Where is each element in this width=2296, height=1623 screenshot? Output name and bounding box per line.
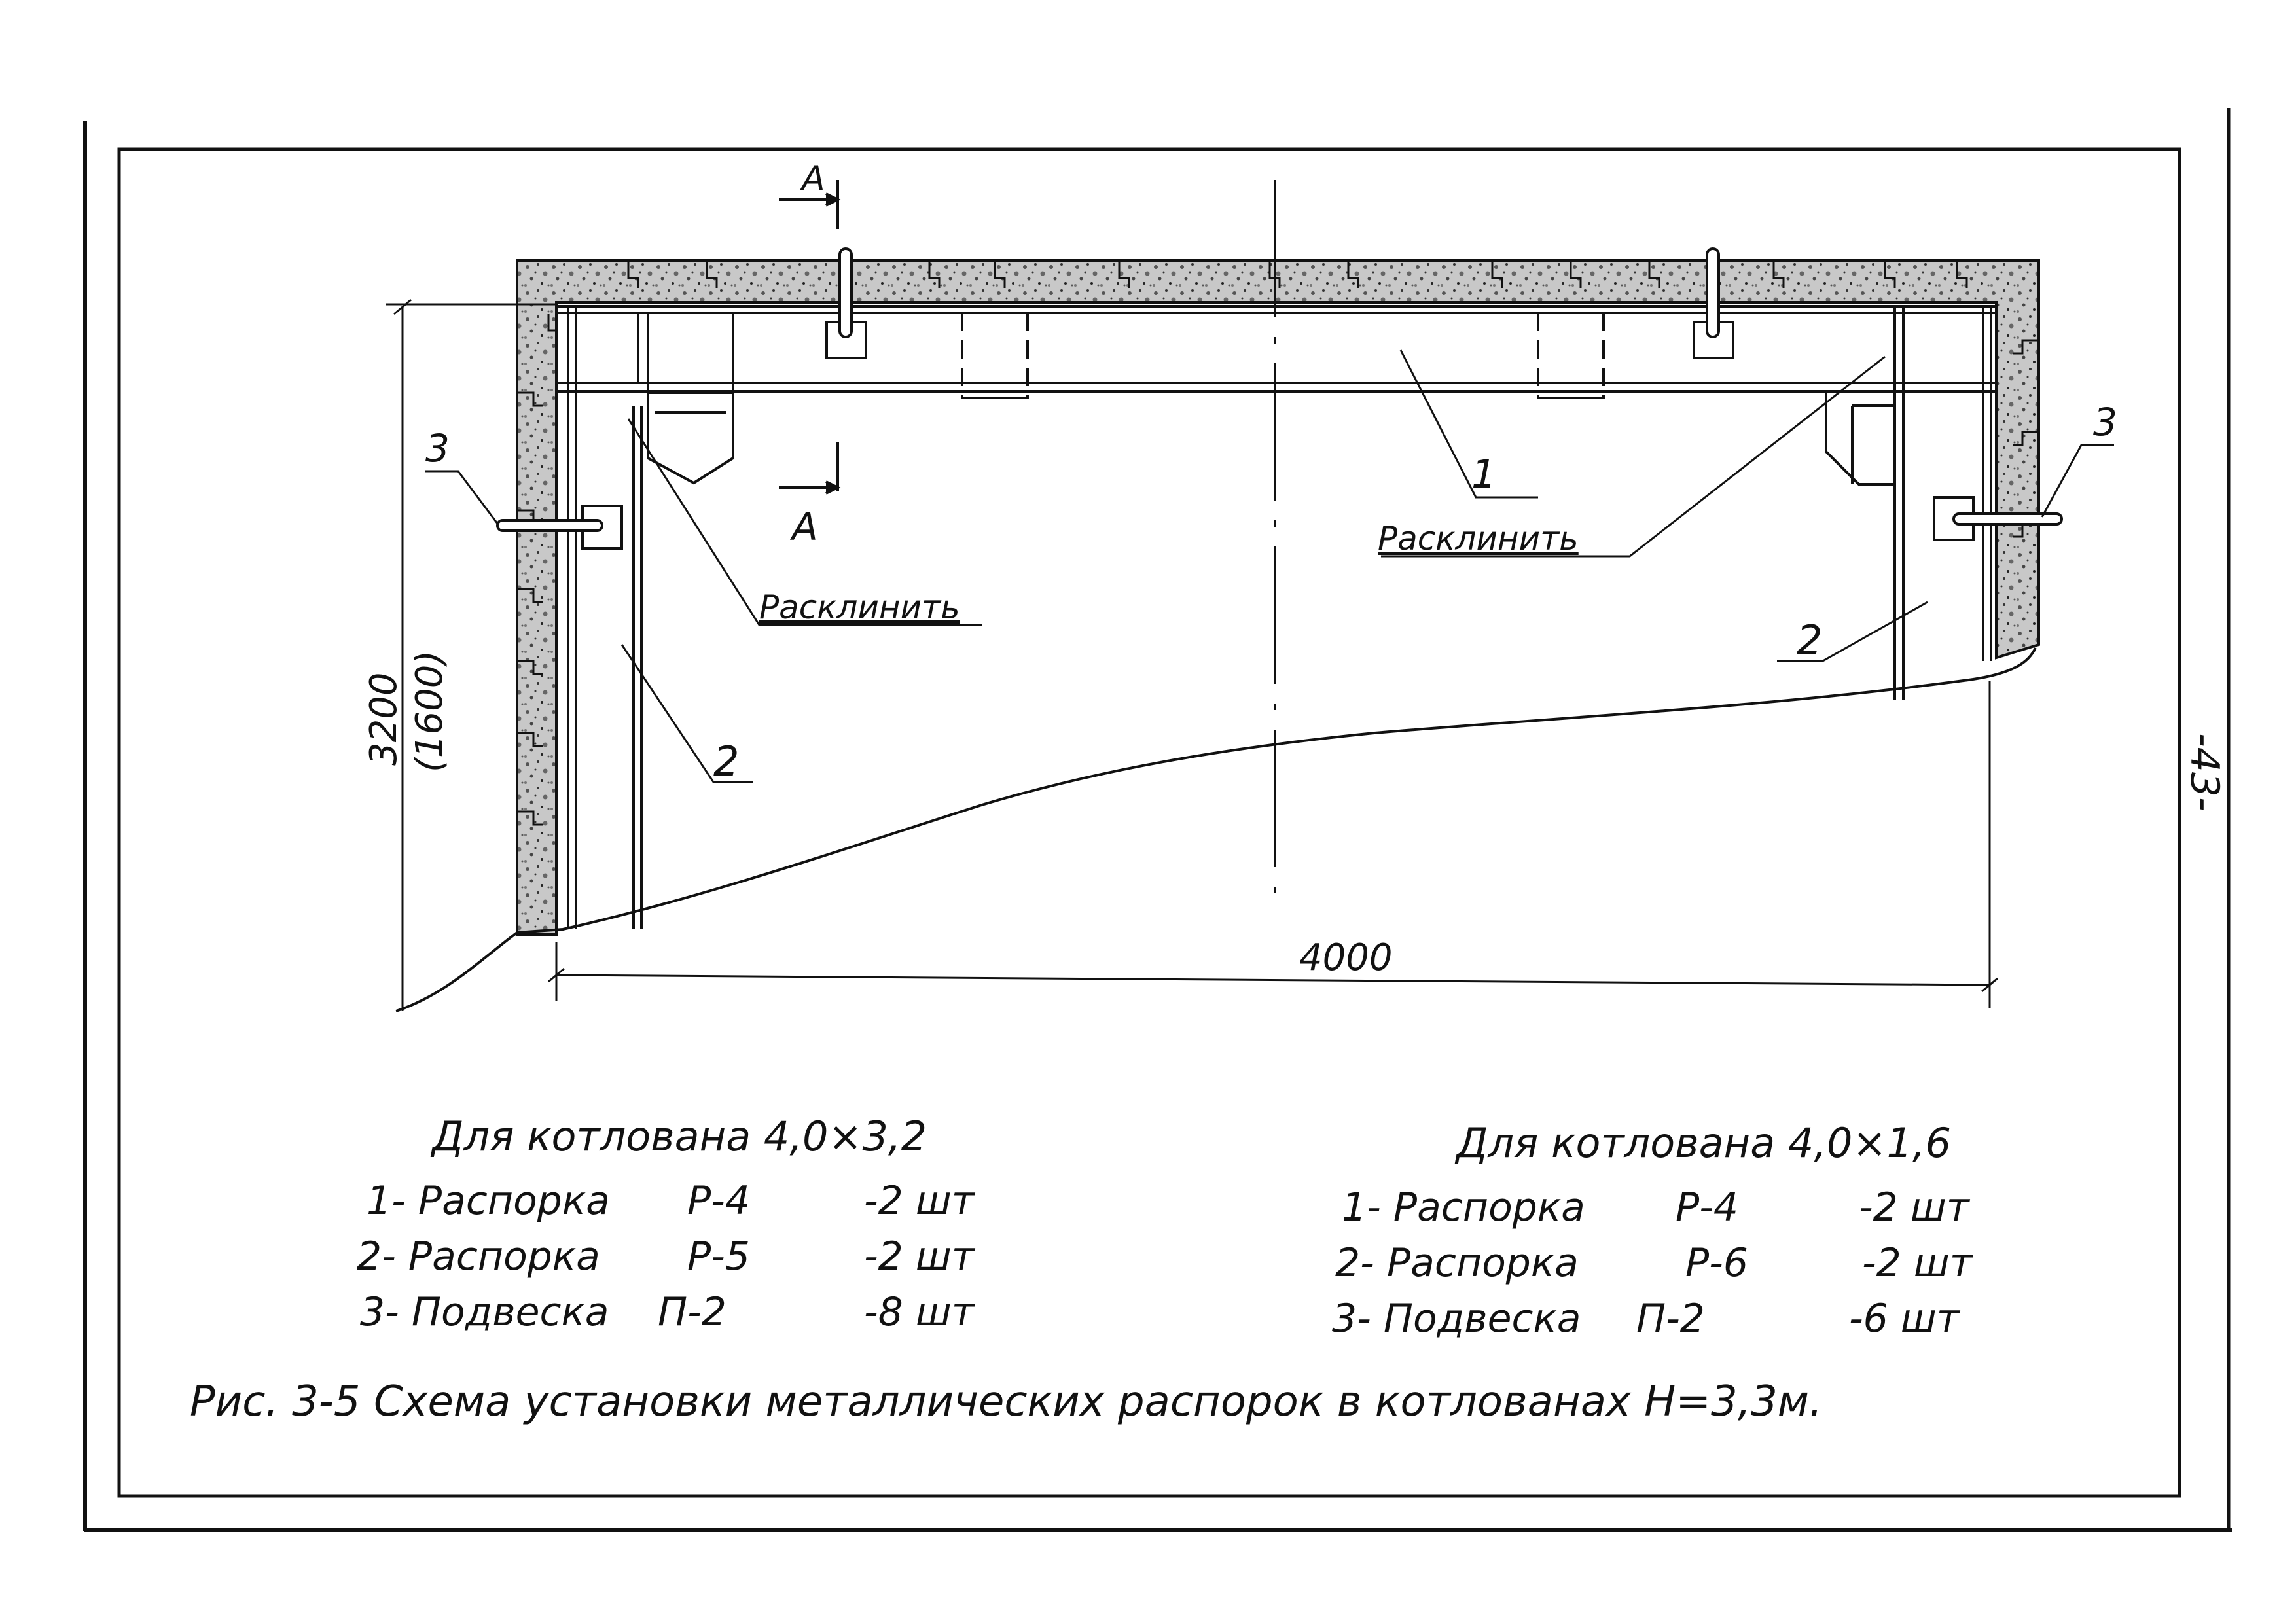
leader-lines	[425, 349, 2114, 783]
legend-left-item-qty: -8 шт	[864, 1289, 975, 1335]
section-mark-bottom	[779, 442, 841, 495]
legend-right-item-code: Р-4	[1676, 1185, 1739, 1230]
legend-right-item-qty: -6 шт	[1849, 1296, 1960, 1342]
clamp-dashed	[961, 313, 1605, 399]
legend-right-title: Для котлована 4,0×1,6	[1456, 1119, 1952, 1167]
hanger-left	[496, 505, 623, 550]
legend-left-item-qty: -2 шт	[864, 1234, 975, 1279]
legend-left-item-label: 1- Распорка	[367, 1178, 610, 1224]
callout-2-right: 2	[1797, 616, 1822, 664]
dimension-height	[386, 298, 556, 1011]
callout-3-right: 3	[2093, 400, 2117, 444]
strut-2-right	[1825, 308, 1992, 700]
legend-left-item: 2- Распорка Р-5 -2 шт	[357, 1234, 1011, 1286]
legend-left-item: 3- Подвеска П-2 -8 шт	[360, 1289, 1014, 1342]
legend-left-item-label: 3- Подвеска	[360, 1289, 609, 1335]
legend-right-item-qty: -2 шт	[1859, 1185, 1969, 1230]
section-label-bottom: А	[789, 505, 818, 549]
figure-caption: Рис. 3-5 Схема установки металлических р…	[190, 1378, 1823, 1426]
section-label-top: А	[800, 159, 825, 198]
hanger-right	[1933, 496, 2063, 541]
callout-wedge-left: Расклинить	[759, 588, 960, 626]
legend-left-item: 1- Распорка Р-4 -2 шт	[367, 1178, 1021, 1230]
legend-right-item-label: 1- Распорка	[1342, 1185, 1585, 1230]
waler-left	[647, 313, 734, 485]
pit-wall-concrete	[516, 259, 2040, 936]
legend-right-item-qty: -2 шт	[1862, 1240, 1973, 1286]
dimension-width-label: 4000	[1299, 936, 1393, 979]
legend-left-item-code: П-2	[658, 1289, 726, 1335]
legend-right-item-code: П-2	[1636, 1296, 1705, 1342]
callout-2-left: 2	[713, 738, 739, 785]
callout-3-left: 3	[425, 426, 450, 471]
legend-right-item: 3- Подвеска П-2 -6 шт	[1332, 1296, 2052, 1348]
legend-left-item-code: Р-4	[687, 1178, 751, 1224]
legend-left-item-qty: -2 шт	[864, 1178, 975, 1224]
dimension-height-alt-label: (1600)	[408, 651, 451, 772]
strut-2-left	[567, 308, 643, 929]
legend-left-item-label: 2- Распорка	[357, 1234, 600, 1279]
sheet-frame	[83, 108, 2232, 1532]
ground-line	[395, 647, 2037, 1012]
dimension-height-label: 3200	[363, 672, 405, 766]
callout-1: 1	[1471, 452, 1496, 497]
callout-wedge-right: Расклинить	[1378, 520, 1579, 558]
hanger-top-right	[1693, 247, 1734, 359]
legend-right-item-label: 2- Распорка	[1335, 1240, 1579, 1286]
section-mark-top	[779, 180, 841, 229]
dimension-width	[548, 681, 1998, 1008]
legend-right-item: 1- Распорка Р-4 -2 шт	[1342, 1185, 2062, 1237]
page-number: -43-	[2181, 733, 2227, 812]
legend-right-item-code: Р-6	[1685, 1240, 1749, 1286]
hanger-top-left	[825, 247, 867, 359]
legend-left-item-code: Р-5	[687, 1234, 751, 1279]
legend-right-item: 2- Распорка Р-6 -2 шт	[1335, 1240, 2055, 1293]
legend-right-item-label: 3- Подвеска	[1332, 1296, 1581, 1342]
legend-left-title: Для котлована 4,0×3,2	[432, 1113, 927, 1160]
